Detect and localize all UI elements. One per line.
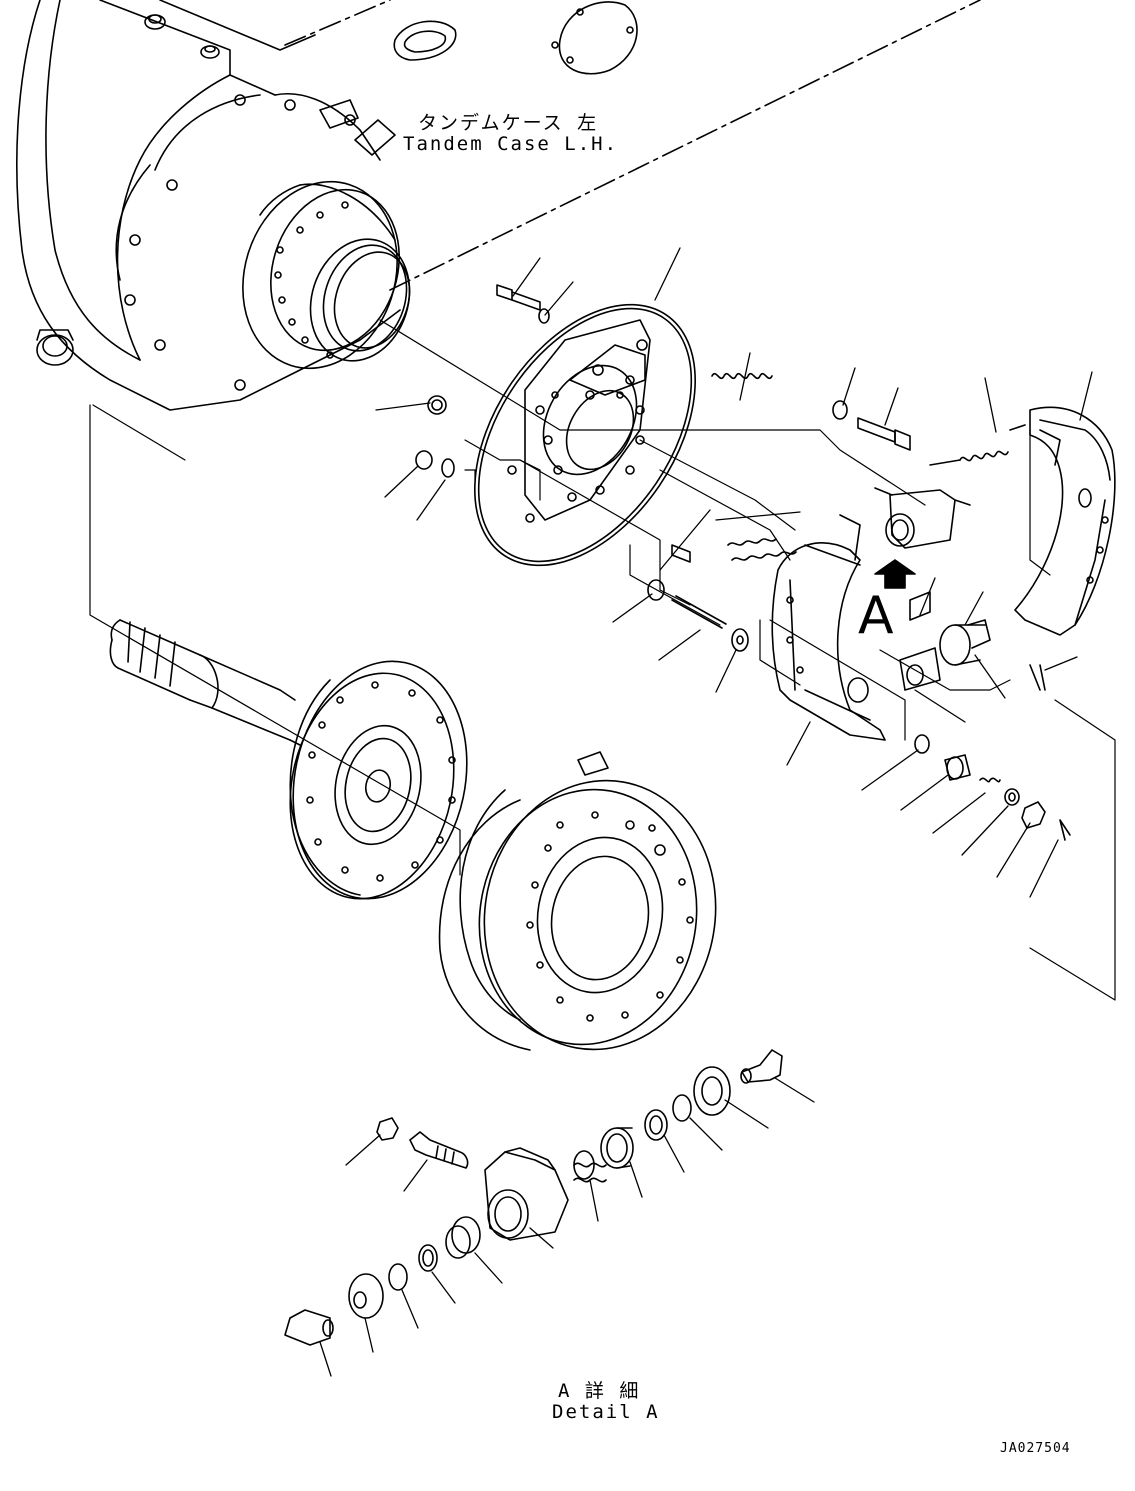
lower-hardware: [915, 665, 1070, 840]
wheel-hub: [270, 645, 488, 915]
return-springs: [712, 374, 1025, 560]
detail-a-label-jp: A 詳 細: [558, 1380, 641, 1402]
view-callout-letter: A: [858, 586, 894, 646]
detail-a-label-en: Detail A: [552, 1401, 660, 1423]
tandem-case-housing: [17, 0, 637, 410]
brake-drum: [440, 752, 737, 1068]
detail-a-parts: [285, 1050, 814, 1376]
shoe-adjuster: [900, 592, 990, 690]
wheel-cylinder: [875, 488, 970, 548]
drawing-number: JA027504: [1000, 1441, 1071, 1456]
up-arrow-icon: [875, 560, 915, 588]
tandem-case-label-en: Tandem Case L.H.: [403, 133, 619, 155]
brake-shoe-left: [772, 515, 885, 740]
plate-hardware: [416, 285, 748, 651]
axle-shaft: [110, 620, 300, 745]
tandem-case-label-jp: タンデムケース 左: [418, 112, 599, 134]
assembly-centerline: [285, 0, 980, 290]
assembly-bracket-lines: [90, 320, 1115, 1000]
brake-backing-plate: [429, 264, 740, 605]
part-leader-lines: [376, 248, 1092, 897]
cylinder-bolt: [833, 401, 910, 450]
brake-shoe-right: [1015, 407, 1115, 635]
